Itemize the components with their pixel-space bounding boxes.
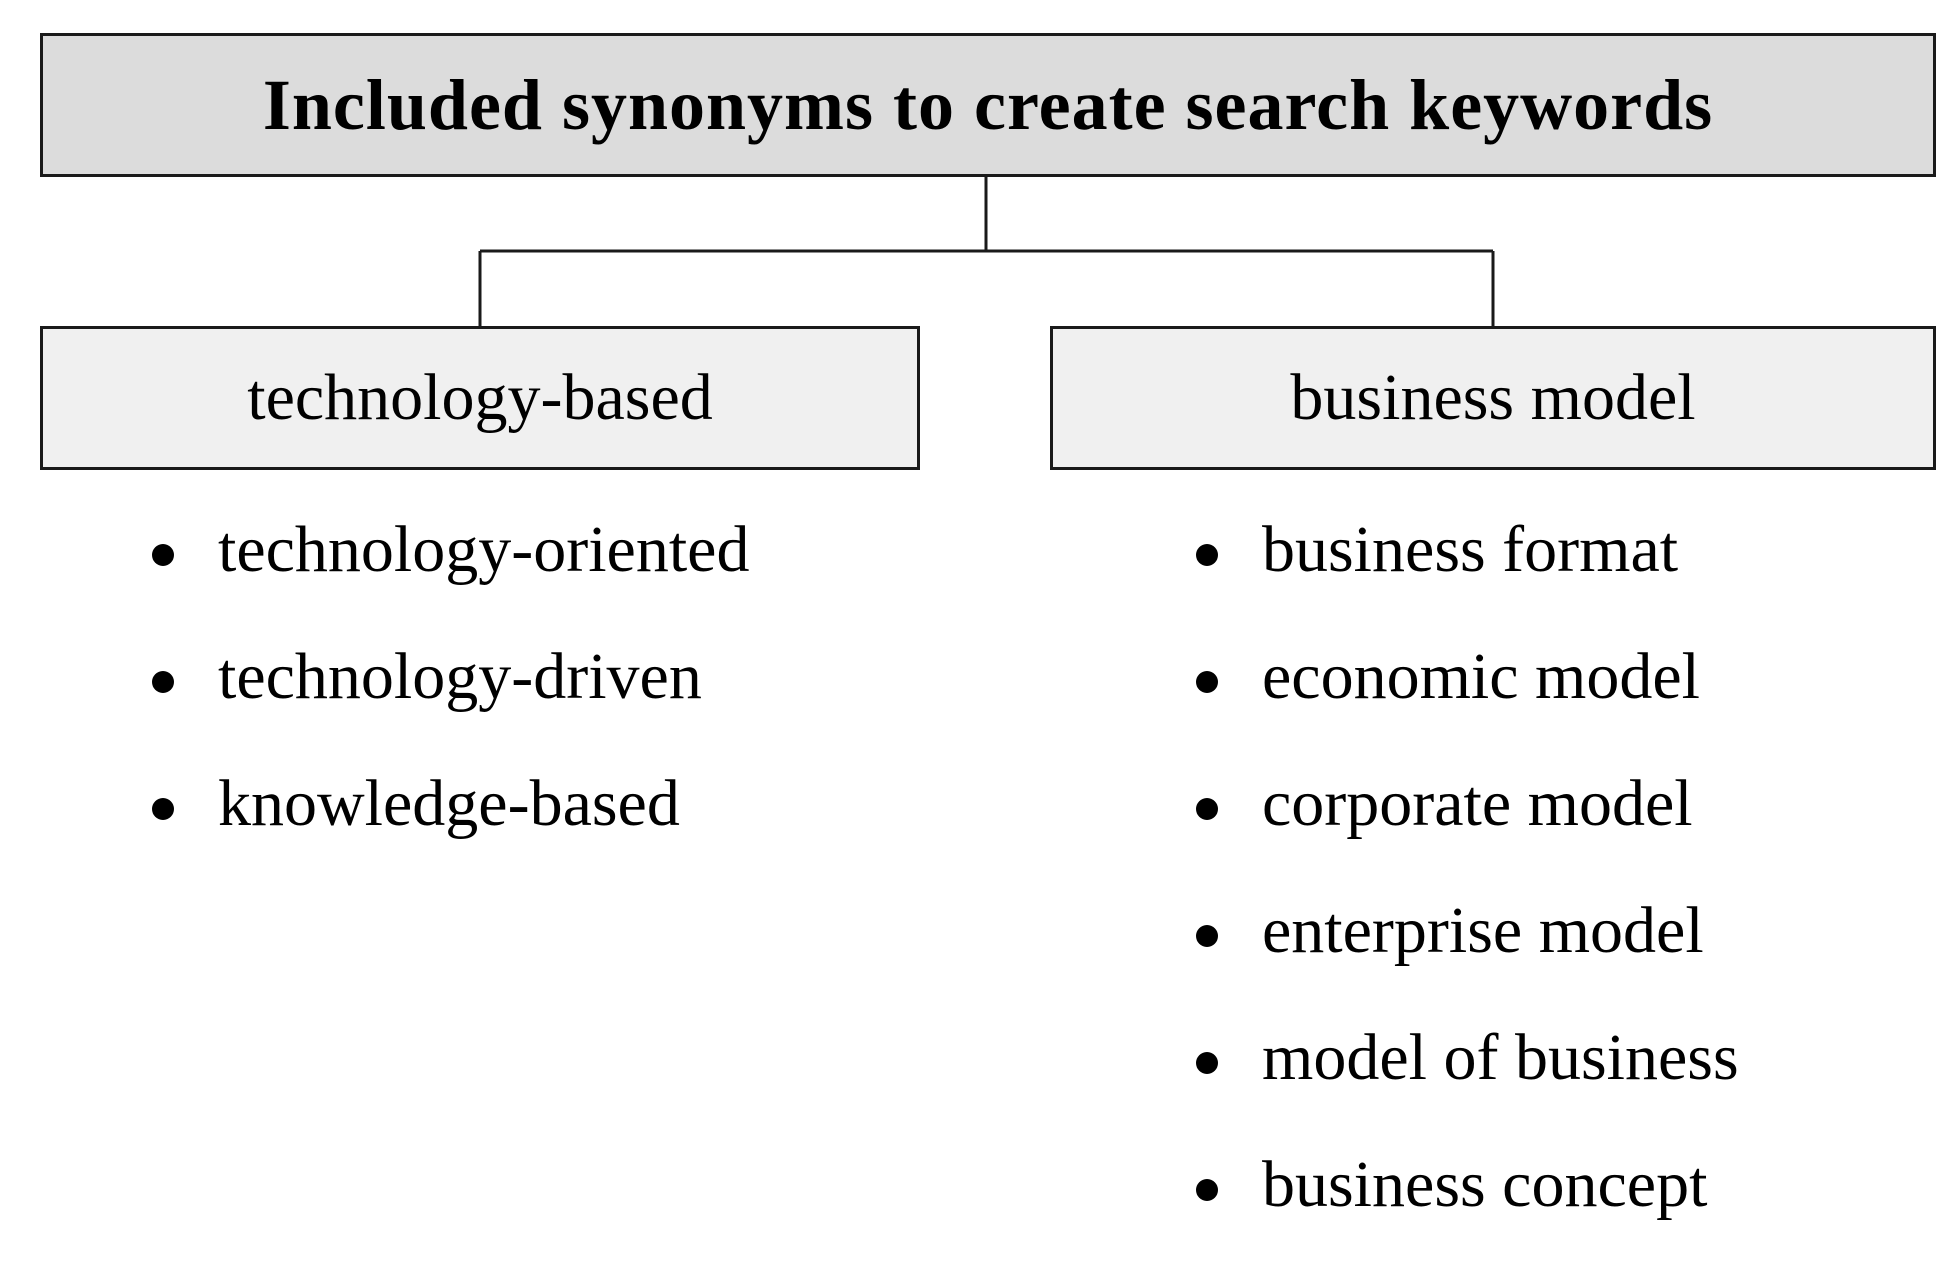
category-label: technology-based bbox=[247, 361, 713, 434]
list-item: knowledge-based bbox=[152, 754, 749, 881]
list-item: business format bbox=[1196, 500, 1739, 627]
synonym-list-business-model: business format economic model corporate… bbox=[1196, 500, 1739, 1262]
category-label: business model bbox=[1290, 361, 1696, 434]
diagram-title-box: Included synonyms to create search keywo… bbox=[40, 33, 1936, 177]
category-box-business-model: business model bbox=[1050, 326, 1936, 470]
list-item: corporate model bbox=[1196, 754, 1739, 881]
list-item: economic model bbox=[1196, 627, 1739, 754]
list-item: technology-driven bbox=[152, 627, 749, 754]
list-item: technology-oriented bbox=[152, 500, 749, 627]
category-box-technology-based: technology-based bbox=[40, 326, 920, 470]
diagram-title: Included synonyms to create search keywo… bbox=[262, 64, 1714, 145]
list-item: enterprise model bbox=[1196, 881, 1739, 1008]
synonym-list-technology-based: technology-oriented technology-driven kn… bbox=[152, 500, 749, 881]
list-item: model of business bbox=[1196, 1008, 1739, 1135]
list-item: business concept bbox=[1196, 1135, 1739, 1262]
